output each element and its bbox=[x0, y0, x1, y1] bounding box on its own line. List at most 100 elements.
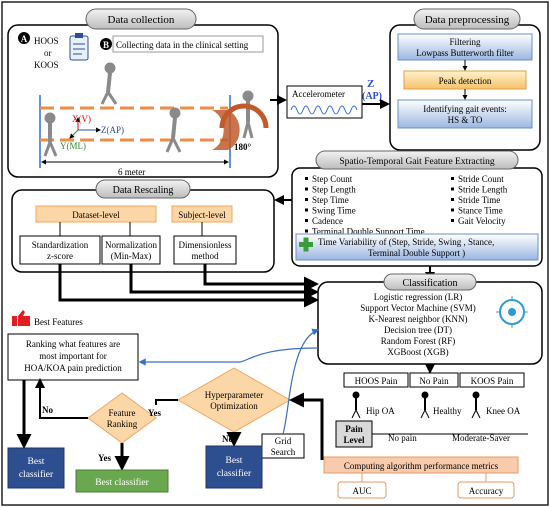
accuracy-box bbox=[457, 481, 515, 499]
grid-search-line1: Grid bbox=[275, 436, 292, 446]
healthy-label: Healthy bbox=[433, 406, 462, 416]
feature-item: Stance Time bbox=[458, 206, 503, 216]
best-features-label: Best Features bbox=[34, 317, 83, 327]
ranking-line2: most important for bbox=[39, 351, 107, 361]
metrics-box bbox=[323, 456, 519, 474]
variability-line2: Terminal Double Support ) bbox=[368, 248, 465, 258]
hip-oa-figure bbox=[351, 391, 361, 419]
filter-line1: Filtering bbox=[450, 37, 481, 47]
no-pain-box bbox=[409, 372, 459, 388]
preprocessing-title-pill bbox=[413, 8, 521, 30]
koos-pain-label: KOOS Pain bbox=[471, 376, 514, 386]
data-collection-title-pill bbox=[85, 8, 197, 30]
feature-item-bullet bbox=[305, 229, 308, 233]
filter-line2: Lowpass Butterworth filter bbox=[416, 48, 513, 58]
standardization-line2: z-score bbox=[47, 251, 73, 261]
feature-item-bullet bbox=[305, 177, 308, 180]
subject-level-label: Subject-level bbox=[178, 210, 226, 220]
z-axis-label: Z(AP) bbox=[101, 125, 124, 135]
hyperparameter-line1: Hyperparameter bbox=[205, 390, 263, 400]
or-label: or bbox=[44, 48, 52, 58]
variability-box bbox=[295, 233, 539, 261]
turn-arc bbox=[212, 110, 240, 150]
ranking-line3: HOA/KOA pain prediction bbox=[24, 363, 122, 373]
koos-pain-box bbox=[459, 372, 525, 388]
classifier-method: Logistic regression (LR) bbox=[374, 292, 462, 302]
best-classifier-box-green bbox=[75, 469, 169, 493]
dimensionless-line1: Dimensionless bbox=[179, 240, 232, 250]
metrics-label: Computing algorithm performance metrics bbox=[344, 461, 499, 471]
classifier-method: Random Forest (RF) bbox=[381, 336, 456, 346]
pain-level-box bbox=[335, 420, 373, 448]
feature-item: Stride Count bbox=[458, 174, 504, 184]
feature-item-bullet bbox=[451, 198, 454, 201]
best-classifier-right-line1: Best bbox=[226, 456, 243, 466]
hyperparameter-diamond bbox=[176, 367, 292, 433]
feature-item: Step Count bbox=[312, 174, 353, 184]
feature-ranking-diamond bbox=[87, 392, 157, 444]
dataset-level-label: Dataset-level bbox=[72, 210, 120, 220]
arrow-grid-to-classification bbox=[282, 328, 320, 435]
marker-b bbox=[100, 38, 112, 50]
ranking-box bbox=[7, 333, 139, 381]
no-label-ranking: No bbox=[42, 405, 53, 415]
moderate-label: Moderate-Saver bbox=[452, 433, 510, 443]
features-title: Spatio-Temporal Gait Feature Extracting bbox=[339, 157, 494, 167]
normalization-line1: Normalization bbox=[105, 240, 157, 250]
accelerometer-label: Accelerometer bbox=[292, 89, 345, 99]
data-collection-title: Data collection bbox=[108, 14, 175, 26]
rescaling-title: Data Rescaling bbox=[113, 185, 174, 196]
dimensionless-line2: method bbox=[192, 251, 219, 261]
feature-item: Terminal Double Support Time bbox=[312, 227, 425, 237]
arrow-classification-to-ranking bbox=[138, 347, 319, 366]
classification-title: Classification bbox=[403, 278, 458, 289]
grid-search-box bbox=[261, 433, 305, 459]
hoos-label: HOOS bbox=[34, 36, 59, 46]
marker-b-label: B bbox=[103, 40, 109, 50]
accuracy-label: Accuracy bbox=[469, 486, 504, 496]
normalization-line2: (Min-Max) bbox=[111, 251, 152, 261]
preprocessing-title: Data preprocessing bbox=[425, 14, 510, 26]
marker-a-label: A bbox=[21, 34, 28, 44]
knee-oa-figure bbox=[471, 391, 481, 419]
best-classifier-left-line1: Best bbox=[28, 457, 45, 467]
auc-label: AUC bbox=[352, 486, 371, 496]
y-axis-label: Y(ML) bbox=[60, 141, 86, 151]
best-classifier-green-label: Best classifier bbox=[95, 477, 149, 488]
knee-oa-label: Knee OA bbox=[486, 406, 521, 416]
healthy-figure bbox=[420, 391, 430, 419]
feature-item-bullet bbox=[305, 187, 308, 191]
accelerometer-axis: Z bbox=[367, 78, 374, 90]
neural-network-icon bbox=[496, 296, 528, 328]
thumbs-up-icon bbox=[12, 310, 30, 326]
no-pain-label: No Pain bbox=[419, 376, 449, 386]
turn-arrow bbox=[219, 103, 269, 129]
auc-box bbox=[337, 481, 387, 499]
standardization-line1: Standardization bbox=[32, 240, 89, 250]
feature-item-bullet bbox=[451, 177, 454, 180]
classification-title-pill bbox=[383, 273, 477, 291]
arrow-dim-to-classification bbox=[203, 264, 319, 292]
turn-label: 180° bbox=[234, 142, 252, 152]
hyperparameter-line2: Optimization bbox=[210, 401, 258, 411]
best-classifier-right-line2: classifier bbox=[217, 468, 252, 479]
feature-ranking-line2: Ranking bbox=[107, 419, 138, 429]
yes-label-down: Yes bbox=[98, 453, 111, 463]
hoos-pain-box bbox=[343, 372, 409, 388]
feature-item-bullet bbox=[451, 208, 454, 212]
arrow-norm-to-classification bbox=[129, 264, 319, 300]
gait-events-line2: HS & TO bbox=[448, 115, 483, 125]
best-classifier-box-left bbox=[7, 447, 65, 489]
pain-level-line1: Pain bbox=[345, 424, 363, 434]
feature-item: Cadence bbox=[312, 216, 343, 226]
features-title-pill bbox=[315, 150, 519, 170]
koos-label: KOOS bbox=[34, 60, 59, 70]
grid-search-line2: Search bbox=[271, 447, 296, 457]
arrow-metrics-to-hyper bbox=[289, 392, 324, 460]
best-classifier-box-right bbox=[205, 445, 263, 489]
gait-events-box bbox=[397, 99, 533, 129]
accelerometer-signal bbox=[290, 105, 358, 115]
